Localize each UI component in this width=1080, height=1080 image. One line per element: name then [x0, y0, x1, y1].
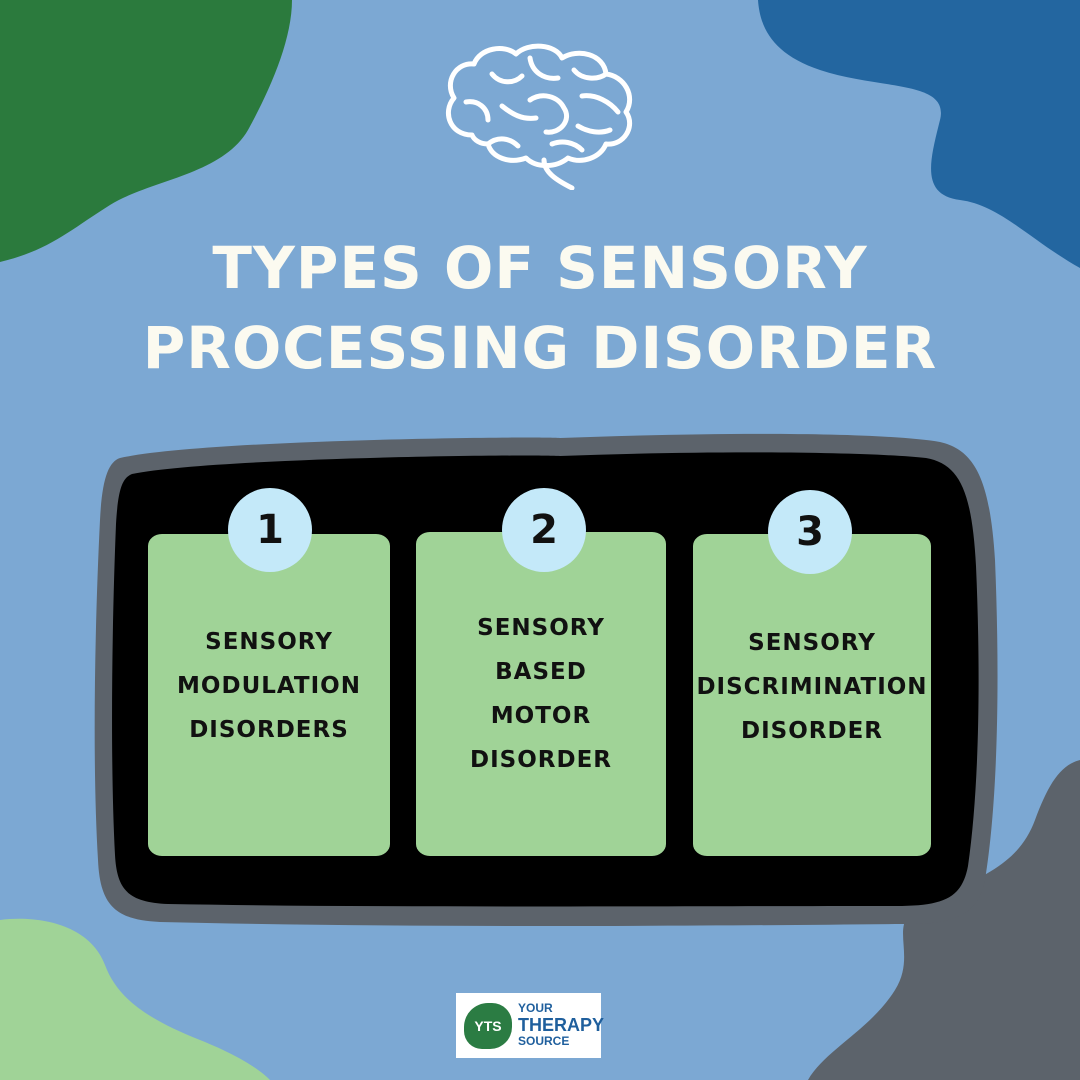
card-2: SENSORY BASED MOTOR DISORDER — [416, 532, 666, 856]
card-2-line-2: BASED — [495, 659, 587, 685]
your-therapy-source-logo: YTS YOUR THERAPY SOURCE — [456, 993, 604, 1058]
card-2-line-3: MOTOR — [490, 703, 592, 729]
card-3-line-3: DISORDER — [741, 718, 883, 744]
logo-line-3: SOURCE — [518, 1034, 570, 1048]
card-2-line-4: DISORDER — [470, 747, 612, 773]
card-2-line-1: SENSORY — [477, 615, 605, 641]
card-3-text: SENSORY DISCRIMINATION DISORDER — [693, 621, 931, 753]
card-1-text: SENSORY MODULATION DISORDERS — [148, 620, 390, 752]
logo-line-2: THERAPY — [518, 1015, 605, 1035]
page-title: TYPES OF SENSORY PROCESSING DISORDER — [0, 228, 1080, 388]
logo-text: YOUR THERAPY SOURCE — [518, 1002, 604, 1048]
title-line-1: TYPES OF SENSORY — [212, 234, 868, 302]
card-3-line-1: SENSORY — [748, 630, 876, 656]
brain-icon — [445, 43, 633, 190]
card-3: SENSORY DISCRIMINATION DISORDER — [693, 534, 931, 856]
logo-line-1: YOUR — [518, 1001, 553, 1015]
number-badge-1: 1 — [228, 488, 312, 572]
title-line-2: PROCESSING DISORDER — [142, 314, 938, 382]
card-1-line-3: DISORDERS — [189, 717, 349, 743]
yts-logo-mark: YTS — [464, 1003, 518, 1049]
card-1: SENSORY MODULATION DISORDERS — [148, 534, 390, 856]
card-1-line-2: MODULATION — [177, 673, 361, 699]
card-3-line-2: DISCRIMINATION — [696, 674, 928, 700]
number-badge-2: 2 — [502, 488, 586, 572]
card-2-text: SENSORY BASED MOTOR DISORDER — [416, 606, 666, 782]
number-badge-3: 3 — [768, 490, 852, 574]
card-1-line-1: SENSORY — [205, 629, 333, 655]
